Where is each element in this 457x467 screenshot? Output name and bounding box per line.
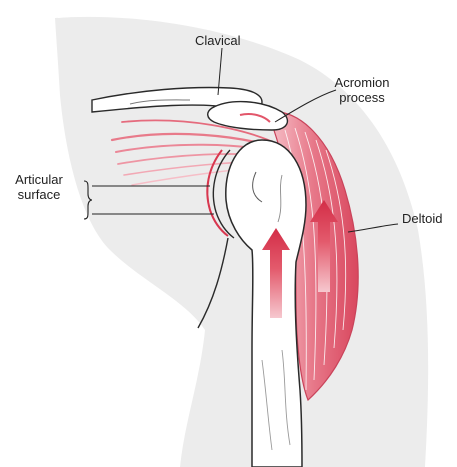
label-acromion-process: Acromion process: [317, 75, 407, 105]
label-deltoid: Deltoid: [402, 211, 442, 226]
label-articular-line1: Articular: [4, 172, 74, 187]
label-clavical: Clavical: [195, 33, 241, 48]
label-acromion-line1: Acromion: [317, 75, 407, 90]
label-articular-surface: Articular surface: [4, 172, 74, 202]
label-acromion-line2: process: [317, 90, 407, 105]
label-articular-line2: surface: [4, 187, 74, 202]
